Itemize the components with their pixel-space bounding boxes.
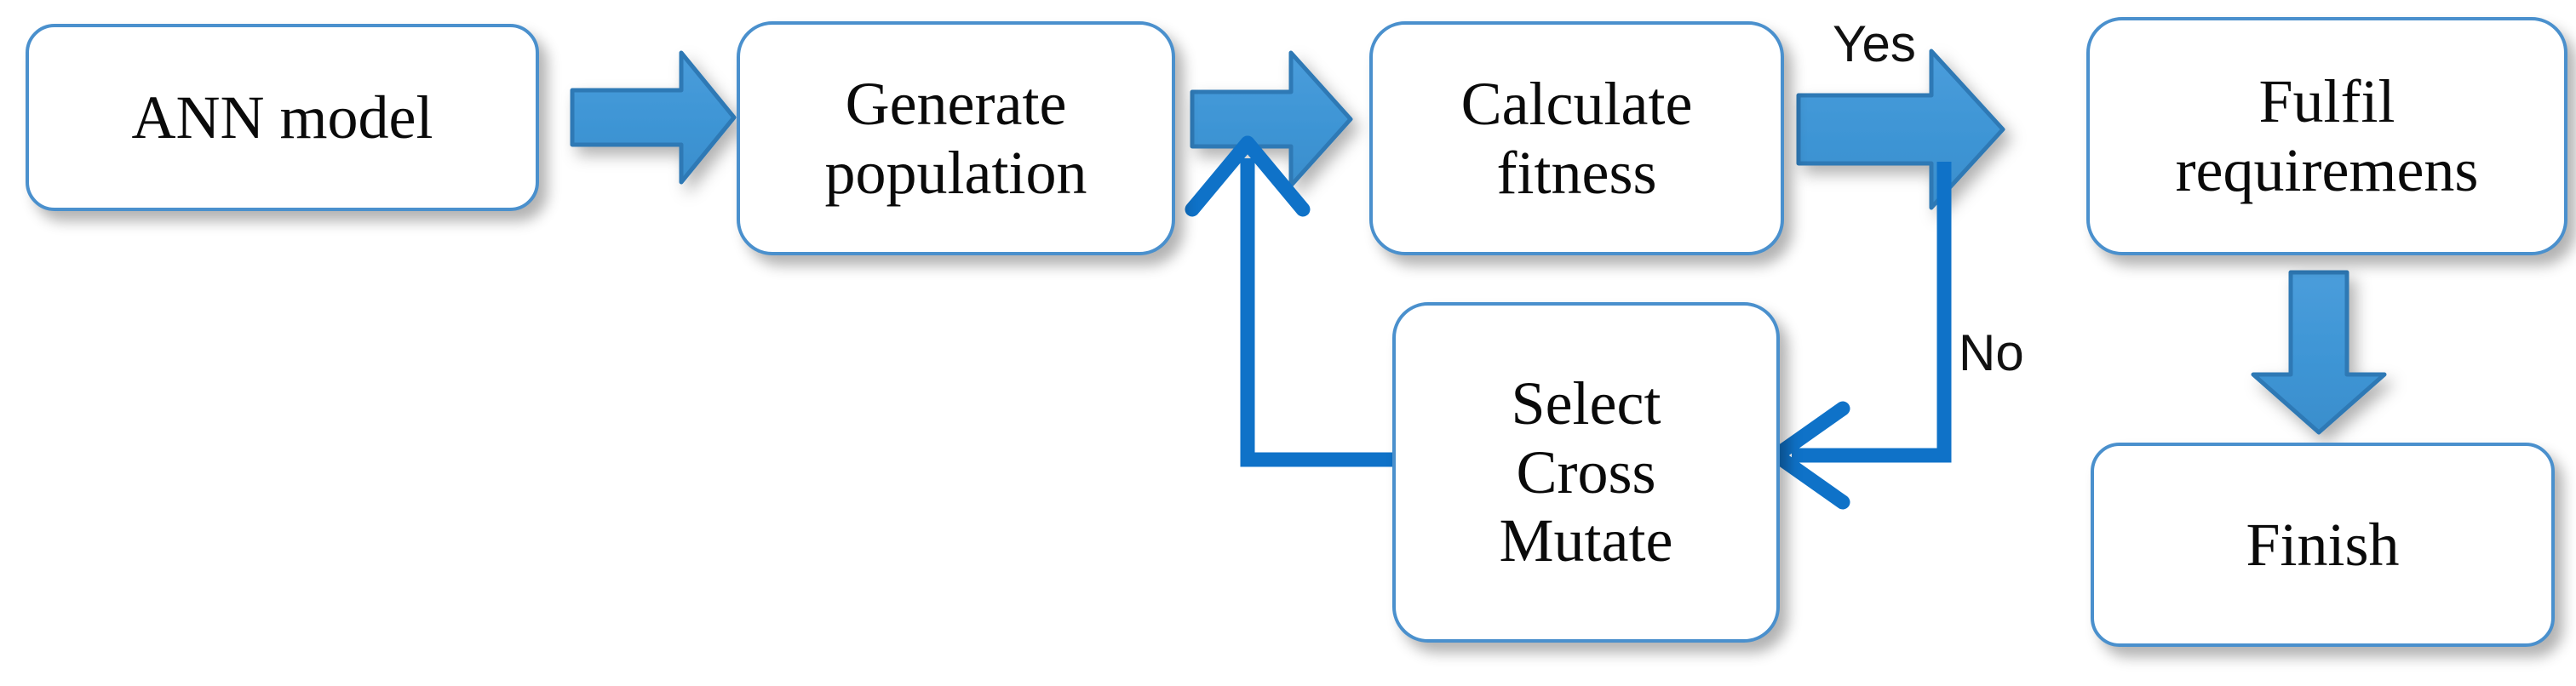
- node-generate-population[interactable]: Generate population: [737, 21, 1175, 255]
- node-ann-model-label: ANN model: [131, 83, 433, 151]
- arrow-calculate-to-fulfil: [1796, 49, 2005, 210]
- node-fulfil-requirements-label: Fulfil requiremens: [2175, 67, 2479, 204]
- arrow-fulfil-to-finish: [2251, 270, 2387, 435]
- node-finish-label: Finish: [2246, 510, 2400, 579]
- node-finish[interactable]: Finish: [2091, 443, 2555, 647]
- connector-no-to-select: [1769, 162, 1952, 510]
- node-select-cross-mutate[interactable]: Select Cross Mutate: [1392, 302, 1780, 643]
- branch-label-no: No: [1959, 324, 2024, 381]
- node-fulfil-requirements[interactable]: Fulfil requiremens: [2086, 17, 2567, 255]
- branch-label-yes: Yes: [1833, 15, 1916, 72]
- node-generate-population-label: Generate population: [824, 69, 1087, 207]
- connector-select-to-calculate-loop: [1185, 135, 1395, 467]
- node-calculate-fitness-label: Calculate fitness: [1460, 69, 1693, 207]
- arrow-ann-to-generate: [570, 50, 737, 185]
- node-calculate-fitness[interactable]: Calculate fitness: [1369, 21, 1784, 255]
- arrow-generate-to-calculate: [1190, 50, 1353, 188]
- node-select-cross-mutate-label: Select Cross Mutate: [1499, 369, 1673, 575]
- node-ann-model[interactable]: ANN model: [26, 24, 539, 211]
